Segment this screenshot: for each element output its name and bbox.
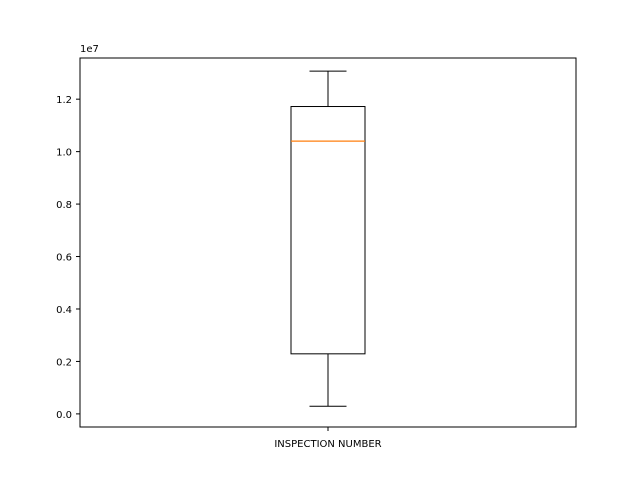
plot-marks — [290, 70, 366, 407]
y-axis: 0.0 0.2 0.4 0.6 0.8 1.0 1.2 — [56, 95, 80, 421]
interquartile-box — [290, 106, 366, 355]
y-tick-label: 0.4 — [56, 305, 72, 316]
y-tick-label: 0.0 — [56, 410, 72, 421]
y-tick-label: 0.2 — [56, 357, 72, 368]
y-tick-label: 1.2 — [56, 95, 72, 106]
y-tick-label: 0.6 — [56, 253, 72, 264]
y-axis-offset-label: 1e7 — [80, 44, 99, 55]
x-tick-label: INSPECTION NUMBER — [274, 439, 381, 450]
y-tick-label: 0.8 — [56, 200, 72, 211]
x-axis: INSPECTION NUMBER — [274, 427, 382, 450]
y-tick-label: 1.0 — [56, 148, 72, 159]
